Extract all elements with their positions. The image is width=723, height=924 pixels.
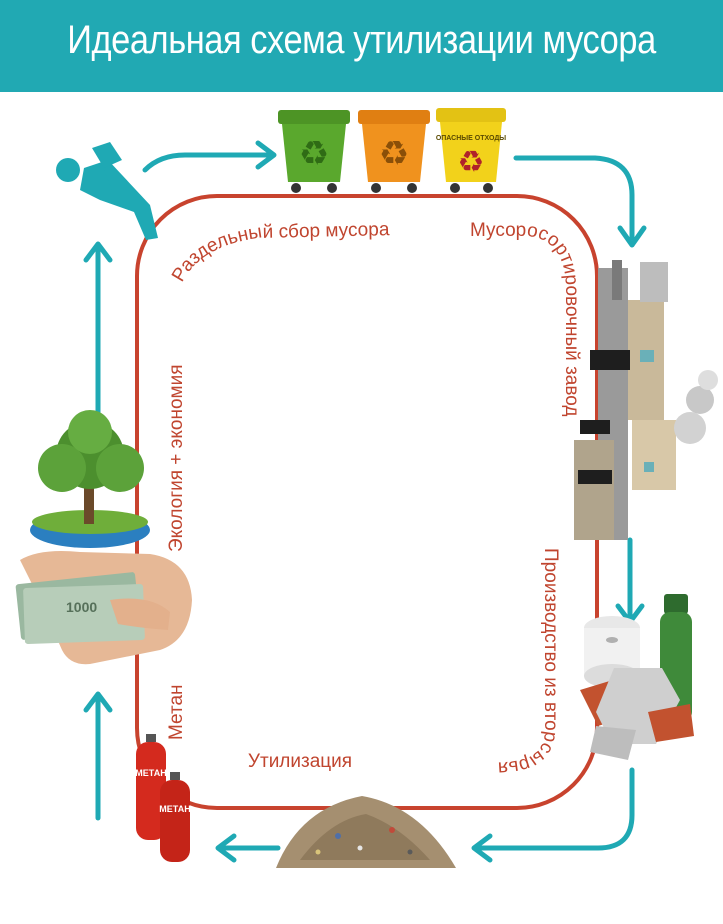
svg-text:♻: ♻ [379,134,409,174]
methane-gas-cylinder-icon: МЕТАН [159,772,191,862]
stage-label-sorting-plant: Мусоросортировочный завод [470,220,582,417]
methane-gas-cylinder-icon: МЕТАН [135,734,167,840]
landfill-heap-icon [276,796,456,868]
arrow-icon [513,155,647,248]
arrow-icon [615,537,645,625]
stage-label-separate-collection: Раздельный сбор мусора [168,219,390,285]
stage-label-disposal: Утилизация [248,751,352,772]
recycled-products-icon [580,594,694,760]
person-throwing-trash-icon [56,142,158,240]
svg-text:♻: ♻ [299,134,329,174]
tree-on-earth-icon [30,410,150,548]
arrow-icon [83,691,113,821]
methane-tank-label: МЕТАН [159,804,190,814]
arrow-icon [142,140,277,173]
arrow-icon [471,767,635,863]
orange-recycling-bin-icon: ♻ [358,110,430,193]
hand-with-money-icon: 1000 [15,551,192,665]
stage-label-production: Производство из вторсырья [497,548,561,778]
sorting-factory-icon [574,260,718,540]
arrow-icon [83,241,113,415]
arrow-icon [215,833,281,863]
svg-text:♻: ♻ [458,145,485,180]
title-banner: Идеальная схема утилизации мусора [0,0,723,92]
banknote-value: 1000 [66,599,97,615]
methane-tank-label: МЕТАН [135,768,166,778]
yellow-hazardous-waste-bin-icon: ОПАСНЫЕ ОТХОДЫ ♻ [436,108,506,193]
stage-label-ecology: Экология + экономия [166,365,187,553]
hazardous-bin-label: ОПАСНЫЕ ОТХОДЫ [436,135,506,142]
cycle-loop [135,194,599,810]
stage-label-methane: Метан [166,684,187,740]
page-title: Идеальная схема утилизации мусора [67,18,656,62]
green-recycling-bin-icon: ♻ [278,110,350,193]
